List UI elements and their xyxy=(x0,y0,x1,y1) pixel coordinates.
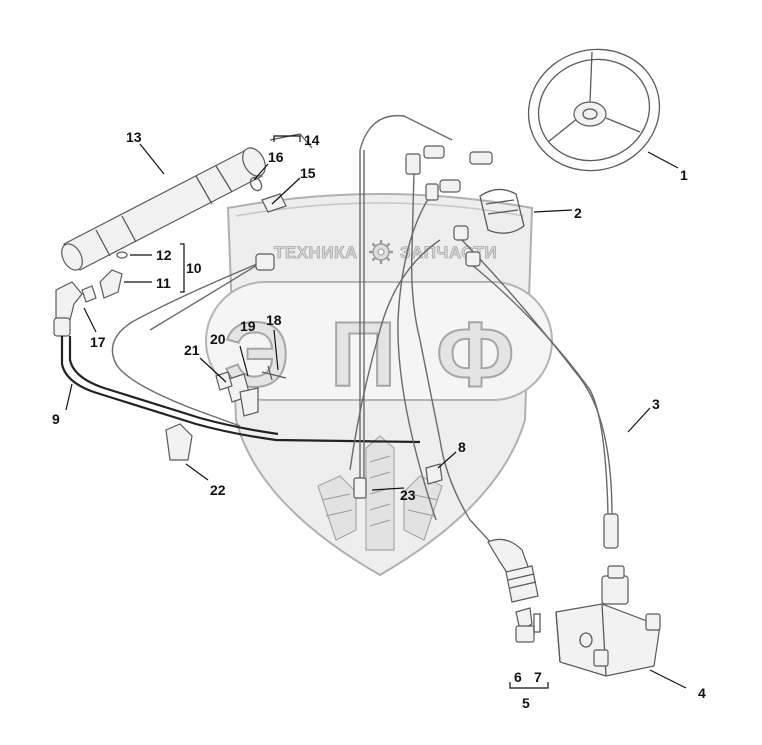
lower-elbow xyxy=(425,463,539,603)
leader-4 xyxy=(649,669,687,689)
bracket-14 xyxy=(273,135,301,142)
callout-3: 3 xyxy=(652,396,660,412)
watermark-letter-2: П xyxy=(330,304,396,406)
leader-2 xyxy=(533,209,573,213)
callout-22: 22 xyxy=(210,482,226,498)
callout-23: 23 xyxy=(400,487,416,503)
callout-9: 9 xyxy=(52,411,60,427)
callout-21: 21 xyxy=(184,342,200,358)
leader-15 xyxy=(271,177,301,205)
leader-22 xyxy=(185,463,209,481)
callout-7: 7 xyxy=(534,669,542,685)
callout-18: 18 xyxy=(266,312,282,328)
cylinder-fittings xyxy=(249,133,313,213)
callout-12: 12 xyxy=(156,247,172,263)
leader-18 xyxy=(273,329,279,371)
leader-16 xyxy=(253,163,269,181)
leader-9 xyxy=(65,383,73,411)
hose-elbow xyxy=(53,281,83,337)
leader-3 xyxy=(627,407,651,433)
watermark-letter-3: Ф xyxy=(436,304,515,406)
callout-5: 5 xyxy=(522,695,530,711)
callout-17: 17 xyxy=(90,334,106,350)
callout-1: 1 xyxy=(680,167,688,183)
valve-adapter xyxy=(515,607,541,643)
callout-16: 16 xyxy=(268,149,284,165)
tube-fittings xyxy=(255,145,619,549)
bracket-10 xyxy=(180,243,185,293)
gear-icon xyxy=(369,240,393,264)
watermark-right-word: ЗАПЧАСТИ xyxy=(400,243,497,262)
bracket-5 xyxy=(509,682,549,689)
callout-13: 13 xyxy=(126,129,142,145)
callout-15: 15 xyxy=(300,165,316,181)
leader-13 xyxy=(139,143,165,175)
watermark-wheat-emblem xyxy=(317,435,443,551)
watermark-left-word: ТЕХНИКА xyxy=(274,243,358,262)
callout-2: 2 xyxy=(574,205,582,221)
callout-8: 8 xyxy=(458,439,466,455)
steel-tubes xyxy=(111,114,613,547)
leader-20 xyxy=(239,345,249,377)
watermark: ТЕХНИКА ЗАПЧАСТИ Э П Ф xyxy=(205,193,553,577)
callout-10: 10 xyxy=(186,260,202,276)
leader-17 xyxy=(83,307,97,333)
steering-cylinder xyxy=(61,147,266,271)
leader-23 xyxy=(371,487,405,491)
elbow-fitting xyxy=(81,251,128,303)
leader-1 xyxy=(647,151,679,169)
valve-block xyxy=(555,565,661,677)
leader-21 xyxy=(199,357,227,383)
callout-6: 6 xyxy=(514,669,522,685)
callout-14: 14 xyxy=(304,132,320,148)
callout-4: 4 xyxy=(698,685,706,701)
callout-leaders xyxy=(65,135,687,689)
callout-19: 19 xyxy=(240,318,256,334)
callout-numbers: 1 2 3 4 5 6 7 8 9 10 11 12 13 14 15 16 1… xyxy=(52,129,706,711)
hydraulic-hose xyxy=(60,336,421,444)
leader-8 xyxy=(437,451,457,469)
watermark-letters-band: Э П Ф xyxy=(205,281,553,407)
steering-unit xyxy=(479,188,525,234)
callout-20: 20 xyxy=(210,331,226,347)
steering-wheel xyxy=(527,48,661,172)
callout-11: 11 xyxy=(156,275,171,291)
